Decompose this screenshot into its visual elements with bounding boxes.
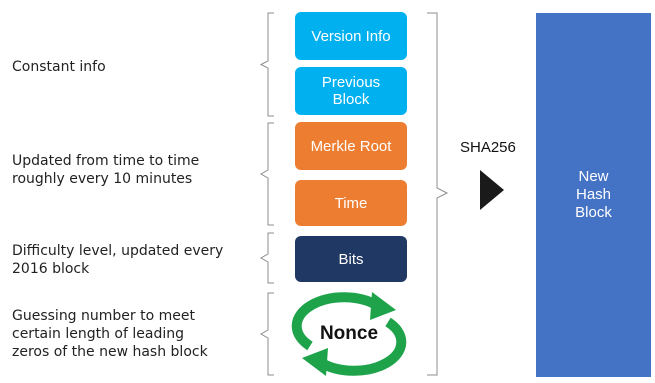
sha256-label: SHA256	[460, 139, 516, 156]
bits-box: Bits	[295, 236, 407, 282]
brace-nonce	[259, 292, 274, 376]
version-info-box: Version Info	[295, 12, 407, 60]
right-arrow-icon	[480, 170, 504, 210]
label-constant-info: Constant info	[12, 59, 106, 75]
label-updated-time-to-time: Updated from time to time roughly every …	[12, 153, 200, 187]
merkle-root-box: Merkle Root	[295, 122, 407, 170]
previous-block-box: Previous Block	[295, 67, 407, 115]
brace-updated	[259, 122, 274, 226]
brace-all-fields	[427, 12, 449, 376]
nonce-label: Nonce	[319, 323, 379, 344]
label-difficulty-level: Difficulty level, updated every 2016 blo…	[12, 243, 224, 277]
new-hash-block: New Hash Block	[536, 13, 651, 377]
brace-constant	[259, 12, 274, 117]
brace-difficulty	[259, 232, 274, 284]
label-guessing-number: Guessing number to meet certain length o…	[12, 308, 208, 360]
time-box: Time	[295, 180, 407, 226]
cycle-arrows-icon	[291, 292, 407, 376]
nonce-cycle: Nonce	[290, 290, 408, 378]
